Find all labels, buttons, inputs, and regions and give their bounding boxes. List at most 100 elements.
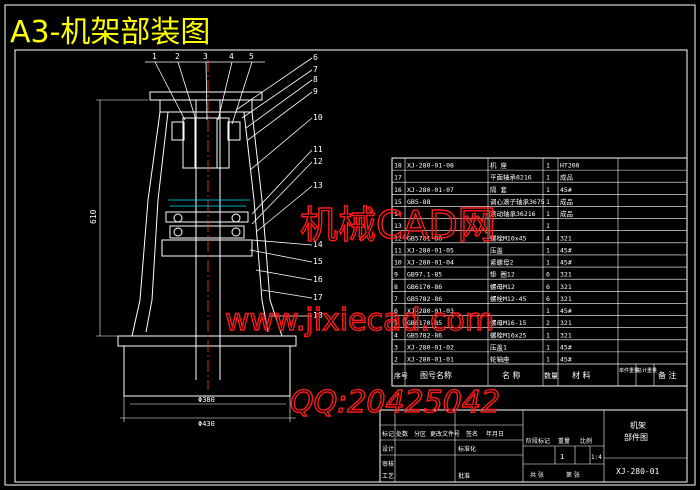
balloons-top: 1 2 3 4 5 [152,52,254,61]
hdr-qty: 数量 [544,371,558,380]
bom-cell: 45# [560,307,572,315]
dim-outer-width: Φ430 [198,420,215,428]
balloon-9: 9 [313,87,318,96]
bom-cell: 321 [560,331,572,339]
bom-cell: 轮轴座 [490,355,510,364]
bom-cell: GB6170-85 [407,319,442,327]
tb-drawing-no: XJ-280-01 [616,467,660,476]
bom-cell: GB5781-86 [407,234,442,242]
bom-cell: 13 [394,222,402,230]
hdr-name: 名 称 [502,370,521,380]
bom-cell: 18 [394,162,402,170]
hidden-lines [168,199,250,207]
tb-label-sign: 签名 [466,430,478,438]
tb-label-date: 年月日 [486,430,504,438]
bom-cell: XJ-280-01-05 [407,246,454,254]
tb-label-sheet-no: 第 张 [566,471,580,479]
hdr-remark: 备 注 [658,370,677,380]
bom-cell: 螺母M16-15 [490,318,527,327]
bom-cell: 1 [546,356,550,364]
bom-cell: 4 [546,234,550,242]
leader-lines-top [145,61,265,125]
bom-cell: 调心滚子轴承3675 [490,197,545,206]
tb-label-review: 审核 [382,460,394,468]
bom-cell: GB5782-86 [407,295,442,303]
balloon-16: 16 [313,275,323,284]
bom-cell: 螺栓M12-45 [490,294,527,303]
watermark-qq: QQ:20425042 [290,385,500,420]
balloon-2: 2 [175,52,180,61]
bom-cell: 2 [394,356,398,364]
bom-cell: 45# [560,259,572,267]
bom-cell: 3 [394,343,398,351]
bom-cell: 321 [560,283,572,291]
bom-cell: 6 [546,295,550,303]
bom-cell: 2 [546,319,550,327]
tb-label-standard: 标准化 [458,445,476,453]
bom-cell: 8 [394,283,398,291]
bom-grid [404,158,655,386]
bom-cell: 321 [560,295,572,303]
bom-cell: 1 [546,331,550,339]
bom-cell: 压盖1 [490,342,507,351]
balloon-3: 3 [203,52,208,61]
bom-cell: 成品 [560,197,573,206]
balloon-18: 18 [313,311,323,320]
bom-cell: GB5-88 [407,198,431,206]
bom-header: 序号 图号名称 名 称 数量 材 料 单件重量 总计重量 备 注 [394,367,677,380]
bom-cell: 17 [394,174,402,182]
bom-cell: 1 [546,343,550,351]
balloon-4: 4 [229,52,234,61]
bom-cell: 4 [394,331,398,339]
bom-cell: 6 [546,271,550,279]
assembly-view [117,91,297,397]
tb-label-weight: 重量 [558,437,570,445]
bom-cell: 垫 圈12 [490,270,515,279]
watermark-site-name: 机械CAD网 [300,203,496,247]
bom-cell: 螺栓M16x25 [490,330,527,339]
hdr-material: 材 料 [572,370,591,380]
tb-scale: 1:4 [591,454,602,461]
hdr-total-weight: 总计重量 [637,367,657,374]
bom-cell: 螺母M12 [490,282,515,291]
bom-cell: 机 座 [490,161,507,170]
bom-cell: 隔 套 [490,185,507,194]
bom-cell: 16 [394,186,402,194]
bom-cell: 321 [560,271,572,279]
balloon-7: 7 [313,65,318,74]
bom-cell: 成品 [560,209,573,218]
bom-cell: 45# [560,356,572,364]
tb-label-stage: 阶段标记 [526,437,550,445]
bom-cell: GB97.1-85 [407,271,442,279]
sheet-title: A3-机架部装图 [10,15,210,50]
bom-cell: XJ-280-01-04 [407,259,454,267]
tb-label-mark: 标记 [382,430,394,438]
balloon-11: 11 [313,145,323,154]
tb-label-scale: 比例 [580,437,592,445]
dimension-lines [96,99,296,422]
bom-cell: XJ-280-01-08 [407,162,454,170]
bom-row-lines [392,169,687,353]
tb-label-total-sheets: 共 张 [530,471,544,479]
tb-label-process: 工艺 [382,472,394,480]
bom-cell: 14 [394,210,402,218]
bom-cell: XJ-280-01-07 [407,186,454,194]
bom-cell: XJ-280-01-02 [407,343,454,351]
bom-cell: 45# [560,246,572,254]
bom-cell: 1 [546,198,550,206]
balloon-10: 10 [313,113,323,122]
bom-cell: 6 [394,307,398,315]
bom-cell: GB5782-86 [407,331,442,339]
title-block-labels: 标记 处数 分区 更改文件号 签名 年月日 设计 标准化 审核 工艺 批准 阶段… [382,430,592,480]
title-block: 标记 处数 分区 更改文件号 签名 年月日 设计 标准化 审核 工艺 批准 阶段… [379,409,688,483]
balloon-8: 8 [313,75,318,84]
bom-cell: XJ-280-01-03 [407,307,454,315]
bom-cell: 11 [394,246,402,254]
tb-label-design: 设计 [382,445,394,453]
bom-cell: 9 [394,271,398,279]
bom-cell: 1 [546,162,550,170]
tb-part-name-1: 机架 [630,420,646,430]
